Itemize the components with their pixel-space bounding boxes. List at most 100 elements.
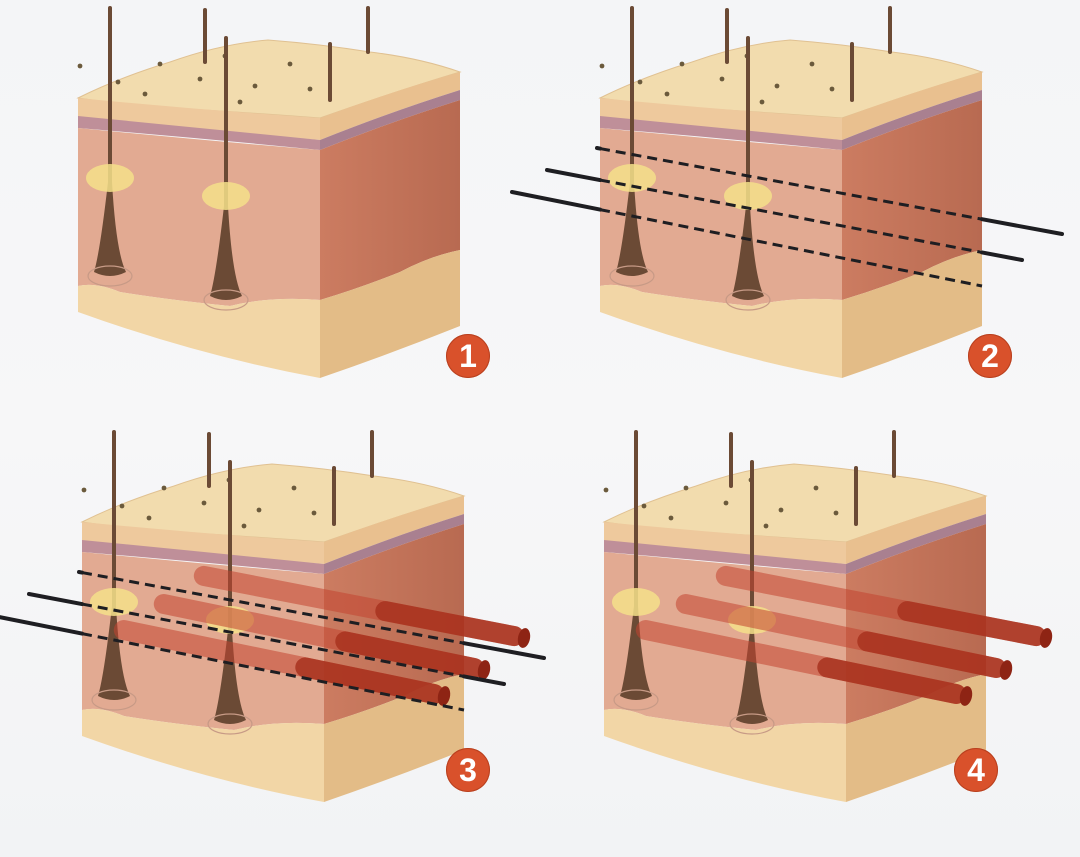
pore [119, 503, 125, 509]
pore [201, 500, 207, 506]
hair-follicle-icon [87, 6, 133, 287]
dermis-layer [78, 128, 320, 306]
needle-thread-icon [599, 208, 983, 288]
sebaceous-gland [202, 182, 250, 210]
needle-thread-icon [462, 674, 506, 686]
pore [668, 515, 674, 521]
pore [77, 63, 83, 69]
skin-block-illustration [602, 430, 1053, 802]
membrane-side [846, 514, 986, 574]
pore [679, 61, 685, 67]
collagen-strand-icon [635, 620, 973, 706]
subcutaneous-fat [82, 708, 324, 802]
step-badge-4: 4 [954, 748, 998, 792]
needle-thread-icon [81, 602, 465, 678]
needle-thread-icon [81, 632, 465, 712]
needle-thread-icon [510, 190, 602, 212]
needle-thread-icon [980, 217, 1064, 236]
skin-block-illustration [76, 6, 462, 378]
basement-membrane [600, 116, 842, 150]
needle-thread-icon [595, 146, 602, 151]
pore [157, 61, 163, 67]
needle-thread-icon [77, 570, 84, 575]
pore [252, 83, 258, 89]
pore [237, 99, 243, 105]
panel-4: 4 [526, 424, 1066, 852]
pore [774, 83, 780, 89]
needle-thread-icon [81, 571, 465, 645]
panel-3: 3 [0, 424, 546, 852]
sebaceous-gland [724, 182, 772, 210]
pore [81, 487, 87, 493]
basement-membrane [78, 116, 320, 150]
pore [664, 91, 670, 97]
epidermis-layer [604, 522, 846, 564]
subcutaneous-fat [78, 284, 320, 378]
membrane-side [842, 90, 982, 150]
fat-side [846, 674, 986, 802]
needle-thread-icon [0, 615, 84, 636]
pore [778, 507, 784, 513]
pore [146, 515, 152, 521]
needle-thread-icon [980, 250, 1024, 262]
basement-membrane [82, 540, 324, 574]
sebaceous-gland [612, 588, 660, 616]
epidermis-layer [600, 98, 842, 140]
pore [719, 76, 725, 82]
epidermis-layer [82, 522, 324, 564]
dermis-side [842, 100, 982, 300]
collagen-strand-icon [675, 594, 1013, 680]
pore [287, 61, 293, 67]
sebaceous-gland [86, 164, 134, 192]
pore [809, 61, 815, 67]
needle-thread-icon [545, 168, 602, 183]
subcutaneous-fat [600, 284, 842, 378]
hair-follicle-icon [91, 430, 137, 711]
step-badge-3: 3 [446, 748, 490, 792]
pore [256, 507, 262, 513]
epidermis-side [842, 72, 982, 140]
skin-block-illustration [0, 430, 546, 802]
epidermis-side [846, 496, 986, 564]
fat-side [842, 250, 982, 378]
membrane-side [324, 514, 464, 574]
fat-side [324, 674, 464, 802]
pore [161, 485, 167, 491]
pore [603, 487, 609, 493]
epidermis-layer [78, 98, 320, 140]
collagen-strand-icon [193, 565, 531, 648]
epidermis-side [320, 72, 460, 140]
pore [829, 86, 835, 92]
pore [142, 91, 148, 97]
subcutaneous-fat [604, 708, 846, 802]
dermis-side [320, 100, 460, 300]
fat-side [320, 250, 460, 378]
needle-thread-icon [599, 178, 983, 254]
pore [311, 510, 317, 516]
pore [723, 500, 729, 506]
pore [641, 503, 647, 509]
collagen-strand-icon [153, 594, 491, 680]
pore [307, 86, 313, 92]
epidermis-side [324, 496, 464, 564]
hair-follicle-icon [609, 6, 655, 287]
basement-membrane [604, 540, 846, 574]
step-badge-1: 1 [446, 334, 490, 378]
pore [291, 485, 297, 491]
pore [241, 523, 247, 529]
hair-follicle-icon [613, 430, 659, 711]
pore [599, 63, 605, 69]
pore [637, 79, 643, 85]
pore [197, 76, 203, 82]
needle-thread-icon [599, 147, 983, 221]
panel-1: 1 [0, 0, 540, 428]
pore [115, 79, 121, 85]
needle-thread-icon [27, 592, 84, 607]
pore [759, 99, 765, 105]
needle-thread-icon [462, 641, 546, 660]
pore [833, 510, 839, 516]
pore [763, 523, 769, 529]
step-badge-2: 2 [968, 334, 1012, 378]
pore [683, 485, 689, 491]
